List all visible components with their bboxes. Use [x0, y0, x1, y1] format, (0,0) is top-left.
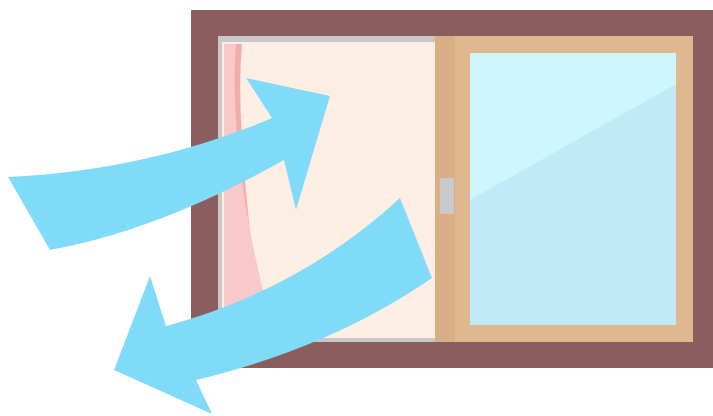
window-latch-icon [440, 178, 454, 214]
